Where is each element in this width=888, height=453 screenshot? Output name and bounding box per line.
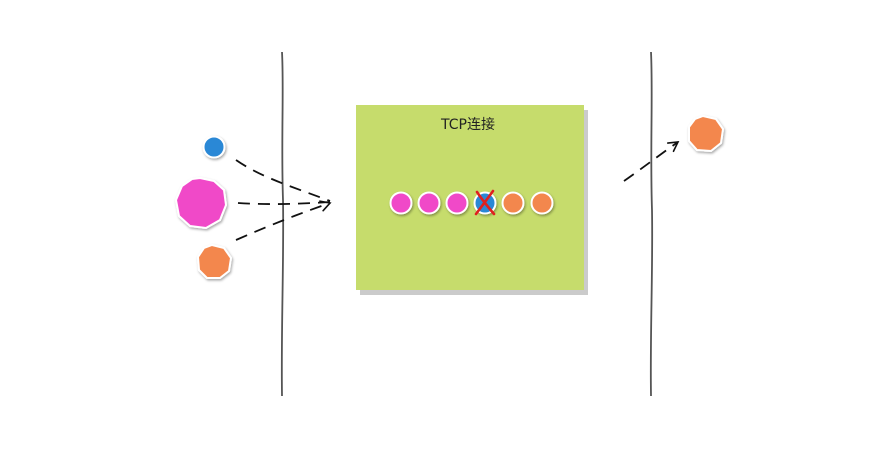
connection-packet-pink [417, 191, 441, 215]
incoming-arrow-from-pink [237, 201, 331, 205]
outgoing-packet-orange [688, 114, 725, 153]
incoming-packet-orange [196, 243, 233, 279]
right-divider-line [649, 51, 654, 397]
incoming-arrow-from-orange [235, 200, 332, 241]
incoming-packet-blue [202, 135, 226, 159]
connection-packet-pink [389, 191, 413, 215]
incoming-packet-pink [174, 176, 228, 230]
left-divider-line [280, 51, 285, 397]
connection-packet-orange [530, 191, 554, 215]
connection-packet-pink [445, 191, 469, 215]
connection-box-title: TCP连接 [440, 116, 495, 133]
outgoing-arrow [623, 141, 680, 182]
cross-mark-icon [474, 189, 496, 216]
incoming-arrow-from-blue [235, 159, 331, 202]
connection-packet-orange [501, 191, 525, 215]
